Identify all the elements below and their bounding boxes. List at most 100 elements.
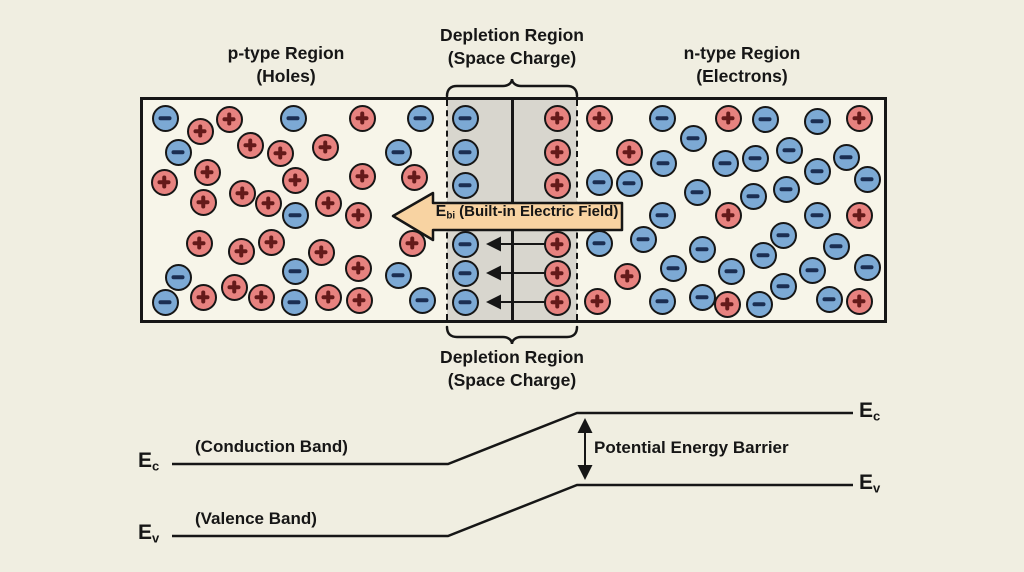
- electron-particle: [585, 229, 613, 257]
- electron-particle: [280, 288, 308, 316]
- p-region-header: p-type Region (Holes): [228, 42, 345, 88]
- p-region-title: p-type Region: [227, 43, 345, 63]
- electron-particle: [629, 225, 657, 253]
- electron-particle: [679, 124, 707, 152]
- electron-particle: [648, 201, 676, 229]
- hole-particle: [215, 105, 243, 133]
- electron-particle: [451, 171, 479, 199]
- conduction-band-caption: (Conduction Band): [195, 437, 348, 456]
- electron-particle: [803, 201, 831, 229]
- electron-particle: [279, 104, 307, 132]
- ev-left-label: Ev: [138, 521, 160, 546]
- hole-particle: [189, 188, 217, 216]
- ec-left-label: Ec: [138, 449, 160, 474]
- electron-particle: [585, 168, 613, 196]
- hole-particle: [281, 166, 309, 194]
- electron-particle: [798, 256, 826, 284]
- electron-particle: [384, 261, 412, 289]
- depletion-title-bottom: Depletion Region: [440, 347, 584, 367]
- electron-particle: [648, 104, 676, 132]
- hole-particle: [613, 262, 641, 290]
- hole-particle: [236, 131, 264, 159]
- hole-particle: [348, 162, 376, 190]
- electron-particle: [451, 104, 479, 132]
- electron-particle: [451, 259, 479, 287]
- depletion-region-header: Depletion Region (Space Charge): [440, 24, 584, 70]
- electron-particle: [683, 178, 711, 206]
- electron-particle: [769, 221, 797, 249]
- hole-particle: [344, 254, 372, 282]
- hole-particle: [543, 259, 571, 287]
- hole-particle: [247, 283, 275, 311]
- electron-particle: [151, 104, 179, 132]
- n-region-title: n-type Region: [683, 43, 801, 63]
- electron-particle: [769, 272, 797, 300]
- depletion-bottom-brace: [445, 325, 579, 345]
- hole-particle: [345, 286, 373, 314]
- hole-particle: [186, 117, 214, 145]
- hole-particle: [845, 104, 873, 132]
- hole-particle: [220, 273, 248, 301]
- electron-particle: [451, 288, 479, 316]
- hole-particle: [307, 238, 335, 266]
- hole-particle: [348, 104, 376, 132]
- hole-particle: [585, 104, 613, 132]
- hole-particle: [185, 229, 213, 257]
- electron-particle: [151, 288, 179, 316]
- electron-particle: [741, 144, 769, 172]
- ebi-symbol: E: [435, 203, 447, 220]
- electron-particle: [688, 235, 716, 263]
- field-arrow-label: Ebi(Built-in Electric Field): [432, 203, 622, 221]
- hole-particle: [398, 229, 426, 257]
- hole-particle: [227, 237, 255, 265]
- electron-particle: [281, 257, 309, 285]
- electron-particle: [649, 149, 677, 177]
- hole-particle: [344, 201, 372, 229]
- hole-particle: [189, 283, 217, 311]
- ebi-subscript: bi: [446, 210, 456, 222]
- depletion-top-brace: [445, 78, 579, 98]
- electron-particle: [451, 230, 479, 258]
- hole-particle: [543, 171, 571, 199]
- electron-particle: [749, 241, 777, 269]
- hole-particle: [845, 201, 873, 229]
- hole-particle: [543, 138, 571, 166]
- n-region-header: n-type Region (Electrons): [684, 42, 801, 88]
- electron-particle: [659, 254, 687, 282]
- hole-particle: [266, 139, 294, 167]
- hole-particle: [254, 189, 282, 217]
- electron-particle: [853, 253, 881, 281]
- electron-particle: [281, 201, 309, 229]
- depletion-subtitle-bottom: (Space Charge): [447, 370, 577, 390]
- electron-particle: [164, 138, 192, 166]
- hole-particle: [543, 104, 571, 132]
- hole-particle: [257, 228, 285, 256]
- electron-particle: [822, 232, 850, 260]
- hole-particle: [193, 158, 221, 186]
- electron-particle: [615, 169, 643, 197]
- barrier-caption: Potential Energy Barrier: [594, 438, 789, 457]
- hole-particle: [714, 201, 742, 229]
- electron-particle: [751, 105, 779, 133]
- electron-particle: [408, 286, 436, 314]
- electron-particle: [803, 107, 831, 135]
- ev-right-label: Ev: [859, 471, 881, 496]
- electron-particle: [688, 283, 716, 311]
- hole-particle: [150, 168, 178, 196]
- electron-particle: [164, 263, 192, 291]
- hole-particle: [311, 133, 339, 161]
- electron-particle: [711, 149, 739, 177]
- hole-particle: [713, 290, 741, 318]
- p-region-subtitle: (Holes): [256, 66, 316, 86]
- electron-particle: [803, 157, 831, 185]
- electron-particle: [648, 287, 676, 315]
- hole-particle: [845, 287, 873, 315]
- depletion-region-footer: Depletion Region (Space Charge): [440, 346, 584, 392]
- hole-particle: [615, 138, 643, 166]
- electron-particle: [775, 136, 803, 164]
- electron-particle: [451, 138, 479, 166]
- electron-particle: [815, 285, 843, 313]
- electron-particle: [739, 182, 767, 210]
- valence-band-caption: (Valence Band): [195, 509, 317, 528]
